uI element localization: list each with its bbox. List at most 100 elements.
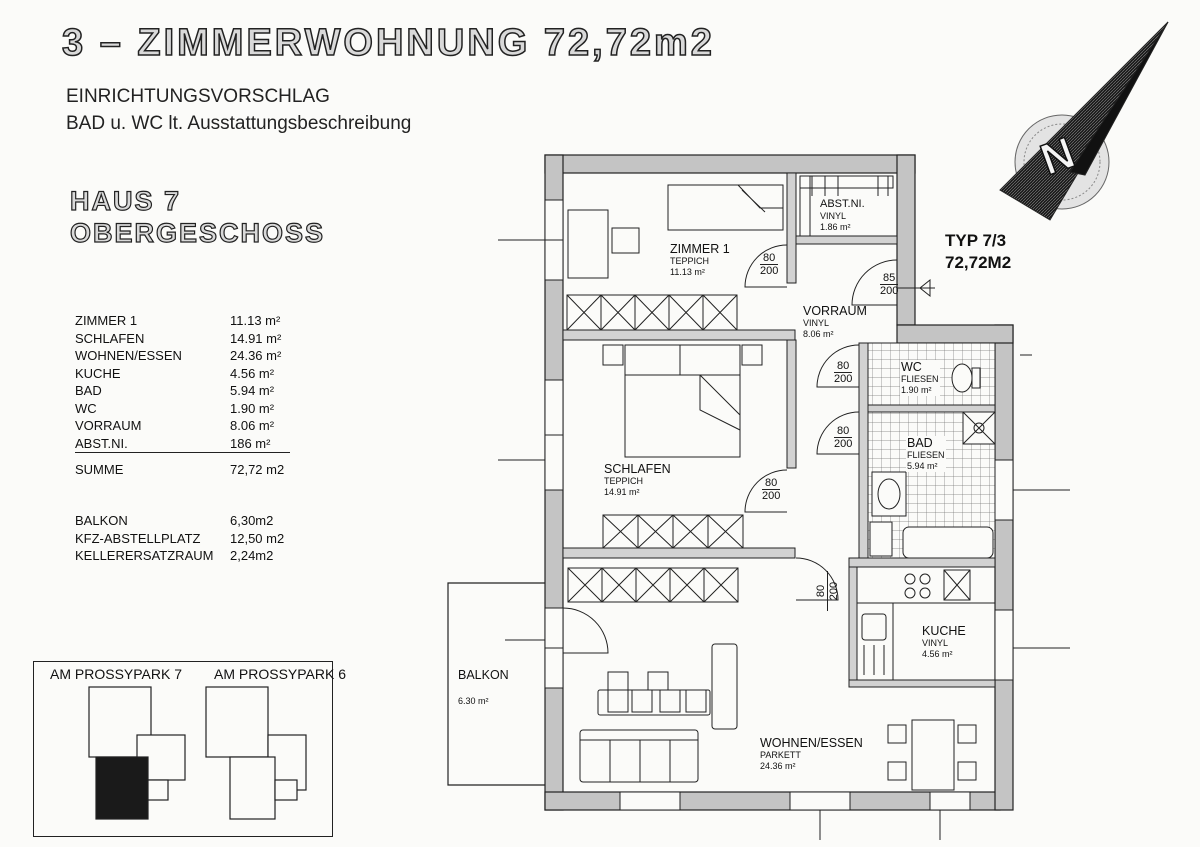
extra-area-name: BALKON xyxy=(75,513,128,528)
room-label-wc: WC FLIESEN 1.90 m² xyxy=(900,360,940,396)
area-value: 1.90 m² xyxy=(230,400,275,416)
door-dim-bad: 80 200 xyxy=(834,425,853,450)
wall-kueche-south xyxy=(848,679,996,688)
room-area: 11.13 m² xyxy=(670,267,705,277)
wall-schlafen-vorraum xyxy=(786,339,797,469)
extra-area-value: 2,24m2 xyxy=(230,548,274,563)
room-area: 8.06 m² xyxy=(803,329,834,339)
room-name: ABST.NI. xyxy=(820,198,865,210)
storage-shelves xyxy=(799,175,894,236)
area-name: SCHLAFEN xyxy=(75,330,145,346)
axis-lines xyxy=(498,239,1070,840)
room-label-schlafen: SCHLAFEN TEPPICH 14.91 m² xyxy=(604,462,671,498)
wall-zimmer-vorraum xyxy=(786,172,797,284)
building-7-highlight xyxy=(95,756,149,820)
door-width: 80 xyxy=(762,477,781,490)
door-height: 200 xyxy=(834,373,853,385)
door-width: 80 xyxy=(760,252,779,265)
window xyxy=(929,791,971,811)
room-name: SCHLAFEN xyxy=(604,462,671,476)
room-floor: FLIESEN xyxy=(907,450,945,460)
wall-kueche-west xyxy=(848,566,858,688)
kitchen-units xyxy=(856,566,996,681)
room-name: BAD xyxy=(907,436,933,450)
extra-area-name: KFZ-ABSTELLPLATZ xyxy=(75,530,201,546)
room-area: 24.36 m² xyxy=(760,761,796,771)
area-value: 8.06 m² xyxy=(230,418,275,433)
building-6-bottom xyxy=(229,756,276,820)
room-label-zimmer1: ZIMMER 1 TEPPICH 11.13 m² xyxy=(670,242,730,278)
room-area: 5.94 m² xyxy=(907,461,938,471)
wardrobes xyxy=(566,294,744,603)
room-floor: TEPPICH xyxy=(670,256,710,266)
area-row: KUCHE 4.56 m² xyxy=(75,365,290,383)
area-row: ABST.NI.186 m² xyxy=(75,435,290,453)
area-row: VORRAUM 8.06 m² xyxy=(75,417,290,435)
area-sum-value: 72,72 m2 xyxy=(230,462,285,477)
wall-zimmer-schlafen xyxy=(562,329,796,341)
area-name: VORRAUM xyxy=(75,418,142,433)
area-row: ZIMMER 1 11.13 m² xyxy=(75,312,290,330)
area-value: 24.36 m² xyxy=(230,348,282,363)
room-name: WOHNEN/ESSEN xyxy=(760,736,863,750)
door-height: 200 xyxy=(762,490,781,502)
wall-wc-bad xyxy=(858,342,869,564)
extra-area-value: 6,30m2 xyxy=(230,513,274,528)
door-height: 200 xyxy=(834,438,853,450)
door-swings xyxy=(562,244,935,654)
area-value: 5.94 m² xyxy=(230,383,275,398)
wall-east-upper xyxy=(896,154,916,326)
plan-subtitle-bath: BAD u. WC lt. Ausstattungsbeschreibung xyxy=(66,113,412,134)
room-label-wohnen: WOHNEN/ESSEN PARKETT 24.36 m² xyxy=(760,736,863,772)
type-label-line2: 72,72M2 xyxy=(945,253,1012,272)
room-area: 1.86 m² xyxy=(820,222,851,232)
north-arrow xyxy=(999,21,1169,221)
area-name: WOHNEN/ESSEN xyxy=(75,348,182,363)
door-dim-zimmer1: 80 200 xyxy=(760,252,779,277)
area-value: 11.13 m² xyxy=(230,313,281,328)
area-value: 186 m² xyxy=(230,435,271,451)
room-floor: TEPPICH xyxy=(604,476,644,486)
site-label-left: AM PROSSYPARK 7 xyxy=(50,666,183,682)
room-floor: FLIESEN xyxy=(901,374,939,384)
door-dim-wohnen: 80 200 xyxy=(815,571,841,611)
room-floor: VINYL xyxy=(922,638,949,648)
floor-label: OBERGESCHOSS xyxy=(69,217,326,248)
door-height: 200 xyxy=(760,265,779,277)
area-table: ZIMMER 1 11.13 m² SCHLAFEN 14.91 m² WOHNEN… xyxy=(75,312,290,479)
room-floor: VINYL xyxy=(820,211,847,221)
window xyxy=(994,459,1014,521)
area-name: WC xyxy=(75,400,97,416)
area-name: ZIMMER 1 xyxy=(75,313,138,328)
room-label-bad: BAD FLIESEN 5.94 m² xyxy=(906,436,946,472)
area-name: BAD xyxy=(75,383,102,398)
area-row: BAD 5.94 m² xyxy=(75,382,290,400)
room-area: 6.30 m² xyxy=(458,696,489,706)
wall-abstnl xyxy=(795,235,898,245)
wall-east-lower xyxy=(994,324,1014,811)
type-label: TYP 7/3 72,72M2 xyxy=(945,230,1011,274)
zimmer1-furniture xyxy=(567,184,784,279)
bed xyxy=(602,344,763,458)
room-area: 1.90 m² xyxy=(901,385,932,395)
area-value: 4.56 m² xyxy=(230,365,275,381)
extra-area-row: KFZ-ABSTELLPLATZ 12,50 m2 xyxy=(75,530,290,548)
wall-wc-bad-divider xyxy=(867,404,996,413)
area-value: 14.91 m² xyxy=(230,330,282,346)
door-dim-wc: 80 200 xyxy=(834,360,853,385)
living-furniture xyxy=(579,643,977,791)
window xyxy=(619,791,681,811)
room-label-kueche: KUCHE VINYL 4.56 m² xyxy=(922,624,966,660)
area-name: KUCHE xyxy=(75,365,121,381)
room-name: VORRAUM xyxy=(803,304,867,318)
extra-area-value: 12,50 m2 xyxy=(230,530,285,546)
extra-area-row: BALKON 6,30m2 xyxy=(75,512,290,530)
extra-area-table: BALKON 6,30m2 KFZ-ABSTELLPLATZ 12,50 m2 KE… xyxy=(75,512,290,565)
room-name: ZIMMER 1 xyxy=(670,242,730,256)
wall-bad-kueche xyxy=(848,557,996,568)
room-area: 14.91 m² xyxy=(604,487,640,497)
wall-schlafen-wohnen xyxy=(562,547,796,559)
